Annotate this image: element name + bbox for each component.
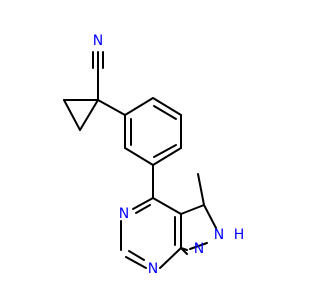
cyclopropane-bond-right	[79, 99, 99, 131]
pyrazole-bond-c3-n2	[203, 204, 217, 229]
atom-label-nitrile-n: N	[93, 33, 103, 49]
atom-label-pyrimidine-n1: N	[148, 261, 158, 277]
pyrazole-bond-c3a-c3	[180, 204, 205, 215]
cyclopropane-bond-left	[63, 99, 81, 131]
nitrile-group	[92, 51, 104, 100]
phenyl-bond-4	[152, 147, 182, 166]
pyrazole-double-bond-n1-c7a	[180, 247, 188, 255]
pyrimidine-bond-n1-c7a	[159, 247, 182, 269]
molecule-structure: N N N N N H	[63, 33, 245, 277]
phenyl-bond-5	[124, 147, 154, 166]
atom-label-pyrazole-n2: N	[214, 227, 224, 243]
cyclopropane-to-phenyl-bond	[97, 99, 126, 116]
pyrimidine-bond-c3a-c4	[152, 197, 182, 215]
atom-label-pyrazole-n1: N	[194, 241, 204, 257]
molecule-canvas: N N N N N H	[63, 33, 245, 277]
pyrimidine-bond-c2-n1	[125, 256, 147, 269]
atom-label-pyrazole-h: H	[234, 227, 245, 243]
atom-label-pyrimidine-n3: N	[119, 206, 129, 222]
phenyl-bond-2	[152, 97, 182, 116]
pyrimidine-bond-c4-n3	[132, 197, 154, 210]
pyrimidine-double-bond-c4-n3	[135, 204, 151, 214]
phenyl-ring	[124, 97, 182, 166]
phenyl-double-bond-bottom	[153, 144, 177, 158]
phenyl-bond-1	[124, 97, 154, 116]
cyclopropane-ring	[63, 99, 99, 131]
phenyl-double-bond-top	[153, 105, 177, 120]
pyrimidine-ring	[120, 197, 182, 269]
methyl-bond	[197, 173, 205, 206]
pyrazole-bond-n2-n1	[189, 242, 208, 250]
pyrazole-ring	[180, 204, 217, 255]
pyrimidine-double-bond-c2-n1	[128, 250, 145, 261]
